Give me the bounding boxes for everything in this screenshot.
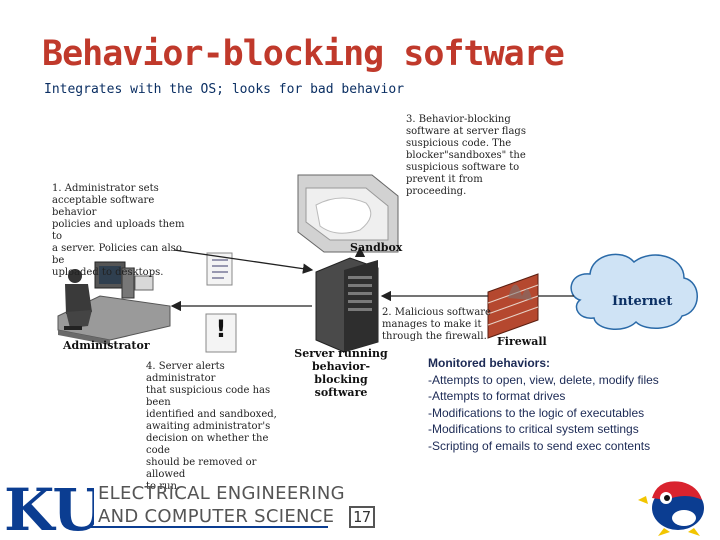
footer-divider [88, 526, 328, 528]
monitored-item: -Attempts to open, view, delete, modify … [428, 372, 659, 387]
alert-symbol: ! [215, 315, 227, 343]
administrator-icon [57, 261, 171, 345]
step4-text: 4. Server alerts administrator that susp… [146, 361, 277, 492]
sandbox-icon [297, 174, 399, 253]
ku-logo: KU [4, 476, 94, 538]
slide-subtitle: Integrates with the OS; looks for bad be… [44, 82, 405, 97]
page-number: 17 [349, 506, 375, 528]
monitored-item: -Scripting of emails to send exec conten… [428, 438, 651, 453]
firewall-icon [487, 273, 539, 339]
jayhawk-mascot-icon [638, 481, 704, 536]
sandbox-label: Sandbox [350, 241, 403, 254]
ku-logo-text: KU [4, 476, 94, 538]
monitored-behaviors: Monitored behaviors: -Attempts to open, … [428, 355, 708, 454]
connection-arrows [170, 246, 574, 312]
department-name: ELECTRICAL ENGINEERING AND COMPUTER SCIE… [98, 483, 345, 527]
internet-label: Internet [612, 294, 673, 309]
alert-document-icon [205, 313, 237, 353]
monitored-behaviors-title: Monitored behaviors: [428, 356, 551, 370]
slide-title: Behavior-blocking software [42, 34, 565, 74]
administrator-label: Administrator [63, 339, 150, 352]
policy-document-icon [206, 252, 233, 286]
monitored-item: -Modifications to critical system settin… [428, 422, 639, 436]
firewall-label: Firewall [497, 335, 547, 348]
monitored-item: -Modifications to the logic of executabl… [428, 405, 645, 420]
internet-cloud-icon [570, 253, 698, 330]
server-icon [315, 257, 379, 353]
step1-text: 1. Administrator sets acceptable softwar… [52, 183, 185, 278]
server-label: Server running behavior-blocking softwar… [294, 347, 388, 399]
step3-text: 3. Behavior-blocking software at server … [406, 114, 526, 197]
monitored-item: -Attempts to format drives [428, 389, 566, 403]
step2-text: 2. Malicious software manages to make it… [382, 307, 491, 342]
